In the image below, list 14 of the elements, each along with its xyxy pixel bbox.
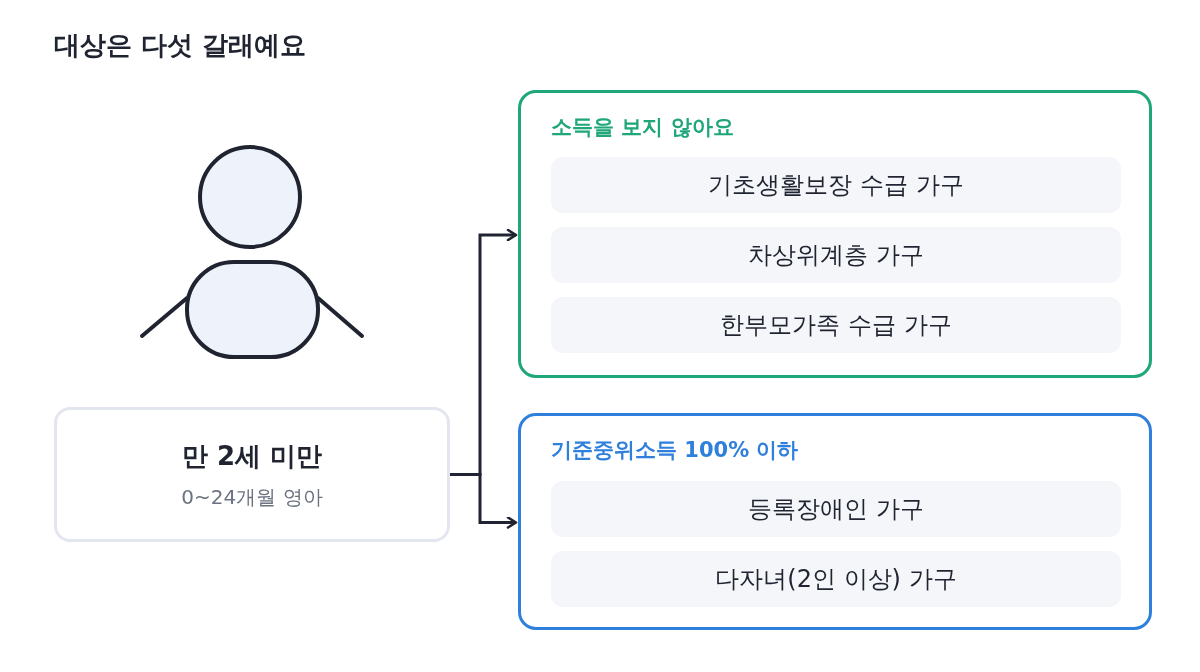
group-panel (518, 90, 1152, 378)
item-label: 한부모가족 수급 가구 (720, 310, 952, 341)
item-label: 다자녀(2인 이상) 가구 (715, 564, 957, 595)
item-label: 등록장애인 가구 (748, 494, 924, 525)
card-heading: 만 2세 미만 (181, 439, 323, 473)
item-label: 기초생활보장 수급 가구 (708, 170, 964, 201)
item-label: 차상위계층 가구 (748, 240, 924, 271)
group-panel (518, 413, 1152, 630)
group-heading: 소득을 보지 않아요 (551, 114, 734, 141)
card-subtitle: 0~24개월 영아 (181, 483, 323, 511)
connector-arrow (450, 473, 518, 529)
info-card (54, 407, 450, 542)
diagram-title: 대상은 다섯 갈래예요 (54, 29, 307, 62)
group-heading: 기준중위소득 100% 이하 (551, 437, 799, 464)
